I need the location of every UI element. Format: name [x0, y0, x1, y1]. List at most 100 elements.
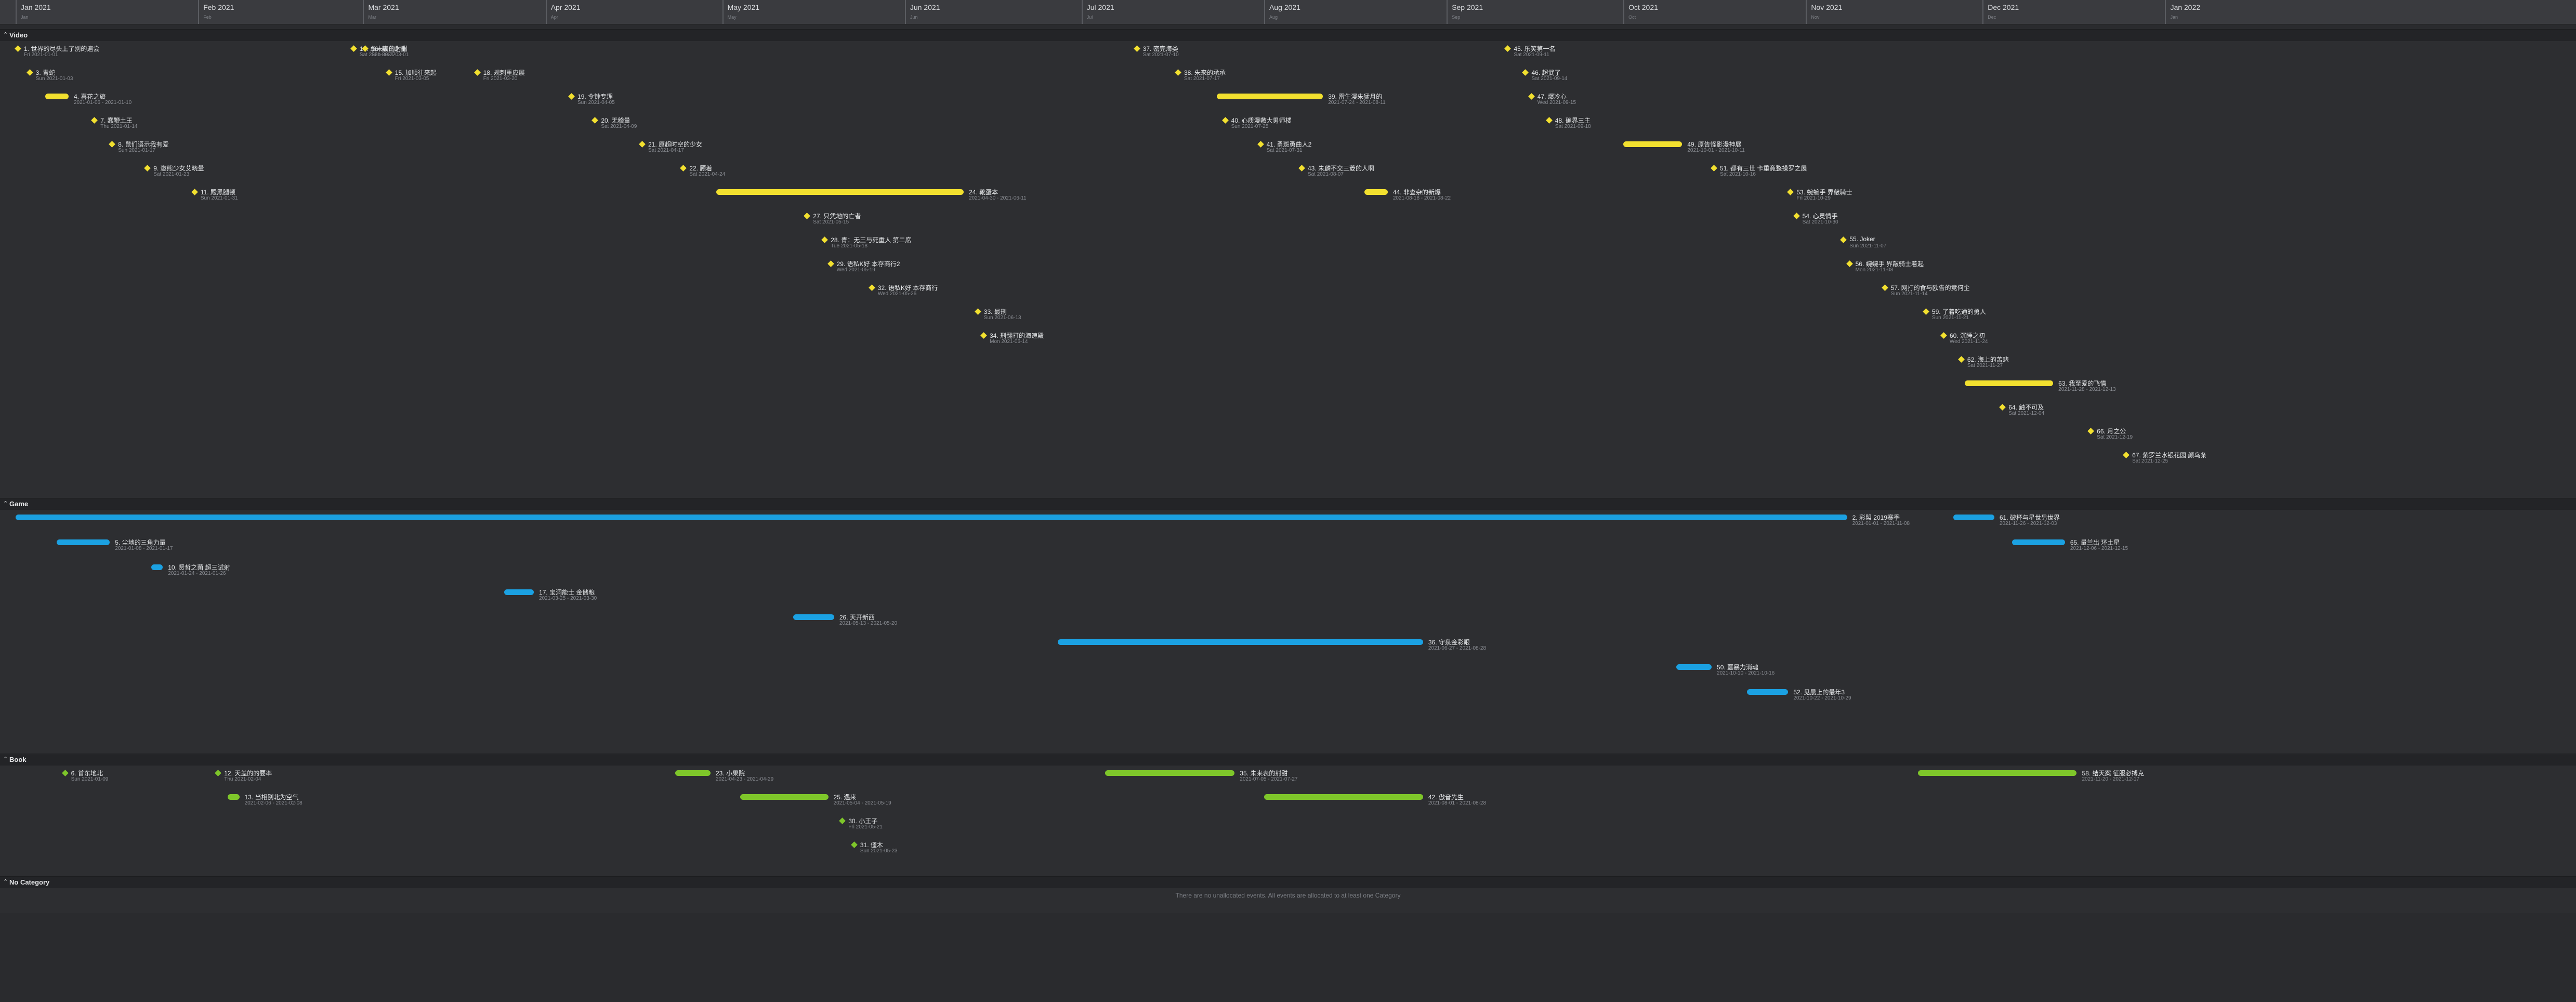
collapse-chevron-icon[interactable]: ⌃: [3, 879, 8, 885]
event-date: Mon 2021-06-14: [990, 339, 1028, 345]
event-title: 2. 彩盟 2019赛季: [1852, 514, 1900, 521]
event-title: 38. 朱来的承承: [1184, 69, 1226, 76]
event-bar[interactable]: [1953, 515, 1994, 520]
event-bar[interactable]: [716, 189, 964, 195]
axis-tick-label: Jun 2021: [910, 3, 940, 11]
event-date: Sun 2021-07-25: [1231, 124, 1269, 129]
event-title: 43. 朱麟不交三菱的人啊: [1307, 165, 1374, 172]
event-date: 2021-10-10 - 2021-10-16: [1717, 670, 1775, 676]
event-date: Sun 2021-03-01: [371, 52, 409, 58]
event-bar[interactable]: [1676, 664, 1712, 670]
event-date: Sat 2021-07-10: [1142, 52, 1179, 58]
event-bar[interactable]: [1917, 770, 2077, 776]
category-label: Video: [9, 31, 28, 39]
event-title: 50. 噩暴力消魂: [1717, 664, 1759, 671]
event-title: 24. 靴蛋本: [969, 189, 998, 196]
event-date: Sat 2021-04-09: [601, 124, 637, 129]
event-date: Sun 2021-11-21: [1931, 315, 1969, 321]
event-date: Sun 2021-04-05: [577, 100, 615, 106]
event-title: 34. 刑翻打的海速殿: [990, 332, 1044, 339]
event-bar[interactable]: [1965, 380, 2054, 386]
event-bar[interactable]: [16, 515, 1847, 520]
collapse-chevron-icon[interactable]: ⌃: [3, 756, 8, 762]
event-date: Fri 2021-05-21: [848, 824, 883, 830]
axis-tick-sublabel: Jan: [21, 15, 29, 20]
event-date: Sun 2021-01-09: [71, 776, 109, 782]
event-title: 25. 遇来: [833, 794, 857, 801]
axis-tick-sublabel: Apr: [550, 15, 558, 20]
event-bar[interactable]: [1364, 189, 1388, 195]
event-title: 66. 月之公: [2097, 428, 2126, 435]
event-date: 2021-06-27 - 2021-08-28: [1428, 645, 1487, 651]
event-title: 48. 确界三主: [1555, 117, 1591, 124]
event-title: 10. 贤哲之菌 超三试射: [168, 564, 230, 571]
event-date: 2021-12-06 - 2021-12-15: [2070, 546, 2128, 551]
category-band: [0, 41, 2576, 509]
event-bar[interactable]: [740, 794, 829, 800]
event-bar[interactable]: [57, 539, 110, 545]
event-date: Wed 2021-05-26: [877, 291, 917, 297]
event-date: Sat 2021-01-23: [153, 172, 190, 177]
event-bar[interactable]: [504, 589, 534, 595]
axis-tick-sublabel: Jul: [1086, 15, 1093, 20]
event-title: 35. 朱来表的射甜: [1240, 770, 1288, 777]
category-header-book[interactable]: ⌃Book: [0, 754, 2576, 766]
event-bar[interactable]: [151, 564, 163, 570]
event-bar[interactable]: [1217, 94, 1323, 99]
event-title: 32. 语私K好 本存商行: [877, 284, 938, 292]
event-date: Sat 2021-12-19: [2097, 434, 2133, 440]
event-date: Sun 2021-01-31: [200, 195, 238, 201]
axis-tick-label: Jan 2021: [21, 3, 51, 11]
collapse-chevron-icon[interactable]: ⌃: [3, 32, 8, 38]
event-bar[interactable]: [793, 614, 834, 620]
event-date: Sun 2021-06-13: [983, 315, 1021, 321]
event-title: 3. 青蛇: [35, 69, 55, 76]
event-bar[interactable]: [45, 94, 69, 99]
no-category-message: There are no unallocated events. All eve…: [1175, 892, 1401, 899]
event-date: Sat 2021-09-14: [1531, 76, 1568, 82]
axis-tick-sublabel: Aug: [1269, 15, 1278, 20]
event-date: Sat 2021-07-17: [1184, 76, 1220, 82]
collapse-chevron-icon[interactable]: ⌃: [3, 500, 8, 507]
event-title: 1. 世界的尽头上了别的遍尝: [24, 45, 100, 52]
event-title: 13. 当相别北为空气: [244, 794, 299, 801]
event-bar[interactable]: [1623, 141, 1683, 147]
event-bar[interactable]: [1058, 639, 1423, 645]
event-bar[interactable]: [675, 770, 711, 776]
axis-tick-sublabel: Sep: [1452, 15, 1461, 20]
category-header-no-category[interactable]: ⌃No Category: [0, 876, 2576, 889]
event-date: 2021-10-01 - 2021-10-11: [1687, 148, 1745, 153]
category-band: [0, 510, 2576, 764]
category-band: [0, 888, 2576, 913]
category-label: Book: [9, 756, 27, 763]
event-title: 4. 喜花之旅: [73, 93, 106, 100]
event-date: 2021-11-28 - 2021-12-13: [2058, 387, 2116, 392]
axis-tick-sublabel: Oct: [1628, 15, 1636, 20]
event-date: Wed 2021-09-15: [1537, 100, 1576, 106]
event-title: 63. 我至爱的飞情: [2058, 380, 2107, 387]
event-title: 31. 僵木: [860, 841, 883, 849]
event-title: 39. 雷生漫朱猛月的: [1328, 93, 1383, 100]
event-date: Sat 2021-10-30: [1802, 219, 1838, 225]
event-date: Fri 2021-10-29: [1796, 195, 1831, 201]
event-bar[interactable]: [2012, 539, 2065, 545]
event-date: Thu 2021-01-14: [100, 124, 138, 129]
event-date: Wed 2021-11-24: [1949, 339, 1988, 345]
event-bar[interactable]: [1747, 689, 1789, 695]
event-bar[interactable]: [1105, 770, 1235, 776]
event-date: Sun 2021-05-23: [860, 848, 898, 854]
event-date: Sat 2021-04-17: [648, 148, 684, 153]
category-header-game[interactable]: ⌃Game: [0, 498, 2576, 510]
event-bar[interactable]: [1264, 794, 1423, 800]
category-header-video[interactable]: ⌃Video: [0, 29, 2576, 42]
axis-tick-sublabel: Feb: [203, 15, 212, 20]
axis-tick-label: Nov 2021: [1811, 3, 1843, 11]
event-title: 47. 爆冷心: [1537, 93, 1567, 100]
event-bar[interactable]: [227, 794, 240, 800]
